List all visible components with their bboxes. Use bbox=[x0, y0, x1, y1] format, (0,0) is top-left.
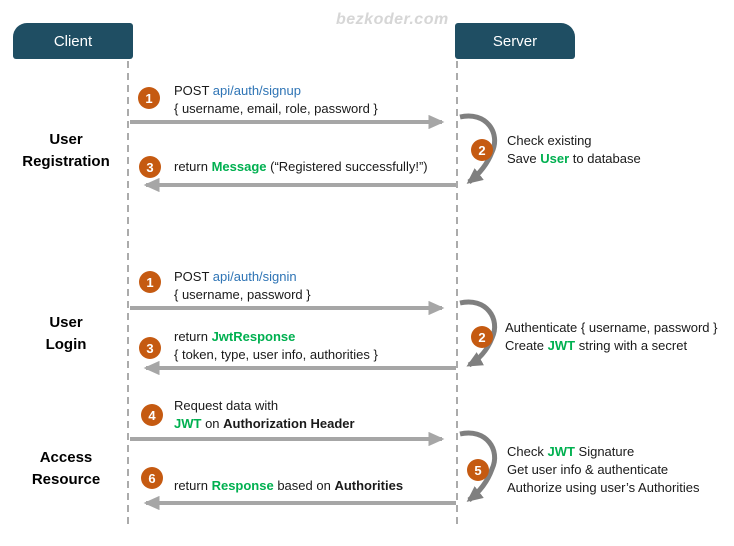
server-actor-label: Server bbox=[492, 32, 538, 50]
message-signup-response: return Message (“Registered successfully… bbox=[174, 159, 428, 174]
section-label-line: Login bbox=[45, 336, 87, 353]
server-actor-box: Server bbox=[455, 23, 575, 59]
message-signin-response: return JwtResponse{ token, type, user in… bbox=[174, 329, 378, 362]
section-label-line: Registration bbox=[22, 153, 110, 170]
message-signin-request: POST api/auth/signin{ username, password… bbox=[174, 269, 311, 302]
section-label-line: Resource bbox=[31, 471, 101, 488]
section-label-access-resource: Access Resource bbox=[0, 447, 132, 491]
section-label-user-registration: User Registration bbox=[0, 129, 132, 173]
watermark: bezkoder.com bbox=[336, 11, 449, 28]
step-circle-3-jwtresponse: 3 bbox=[139, 337, 161, 359]
step-circle-6-response: 6 bbox=[141, 467, 163, 489]
client-actor-label: Client bbox=[53, 32, 93, 50]
section-label-line: User bbox=[49, 314, 83, 331]
step-circle-5-verify: 5 bbox=[467, 459, 489, 481]
message-signup-request: POST api/auth/signup{ username, email, r… bbox=[174, 83, 378, 116]
step-circle-1-signup: 1 bbox=[138, 87, 160, 109]
section-label-user-login: User Login bbox=[0, 312, 132, 356]
section-label-line: User bbox=[49, 131, 83, 148]
step-circle-1-signin: 1 bbox=[139, 271, 161, 293]
step-circle-4-request: 4 bbox=[141, 404, 163, 426]
step-circle-3-message: 3 bbox=[139, 156, 161, 178]
step-circle-2-register: 2 bbox=[471, 139, 493, 161]
section-label-line: Access bbox=[39, 449, 93, 466]
step-circle-2-authenticate: 2 bbox=[471, 326, 493, 348]
client-actor-box: Client bbox=[13, 23, 133, 59]
message-resource-response: return Response based on Authorities bbox=[174, 478, 404, 493]
message-authenticate-action: Authenticate { username, password }Creat… bbox=[505, 320, 718, 353]
